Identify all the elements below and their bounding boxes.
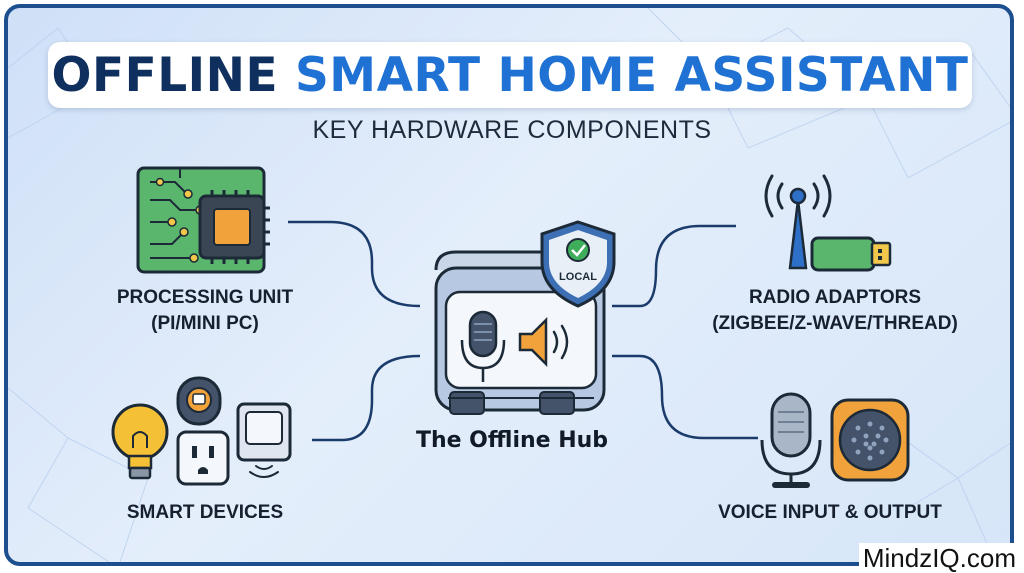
- connector-devices: [312, 354, 421, 442]
- title-part-smart-home: SMART HOME ASSISTANT: [294, 47, 969, 103]
- hub-microphone-icon: [460, 310, 506, 382]
- voice-io-label: VOICE INPUT & OUTPUT: [718, 502, 942, 523]
- hub-speaker-icon: [518, 316, 569, 368]
- connector-voice: [612, 354, 758, 440]
- connector-radio: [612, 224, 736, 308]
- smart-plug-outlet-icon: [176, 430, 230, 486]
- title-part-offline: OFFLINE: [51, 47, 279, 103]
- local-badge-text: LOCAL: [559, 271, 597, 283]
- local-shield-icon: LOCAL: [540, 220, 616, 308]
- smart-devices-label: SMART DEVICES: [126, 502, 284, 523]
- connector-lines: [288, 220, 758, 442]
- hub-label: The Offline Hub: [415, 428, 609, 453]
- motion-sensor-icon: [236, 402, 292, 478]
- radio-adaptors-label: RADIO ADAPTORS (ZIGBEE/Z-WAVE/THREAD): [712, 287, 958, 334]
- processor-chip-icon: [198, 190, 270, 264]
- radio-antenna-icon: [764, 174, 832, 270]
- microphone-icon: [760, 392, 822, 488]
- connector-processing: [288, 220, 421, 308]
- subtitle: KEY HARDWARE COMPONENTS: [312, 116, 712, 144]
- usb-dongle-icon: [810, 236, 892, 272]
- speaker-grille-icon: [830, 398, 910, 482]
- smart-doorbell-icon: [176, 376, 222, 426]
- light-bulb-icon: [111, 403, 169, 480]
- processing-unit-label: PROCESSING UNIT (PI/MINI PC): [116, 287, 294, 334]
- title-banner: OFFLINE SMART HOME ASSISTANT: [48, 42, 972, 108]
- watermark: MindzIQ.com: [858, 543, 1020, 573]
